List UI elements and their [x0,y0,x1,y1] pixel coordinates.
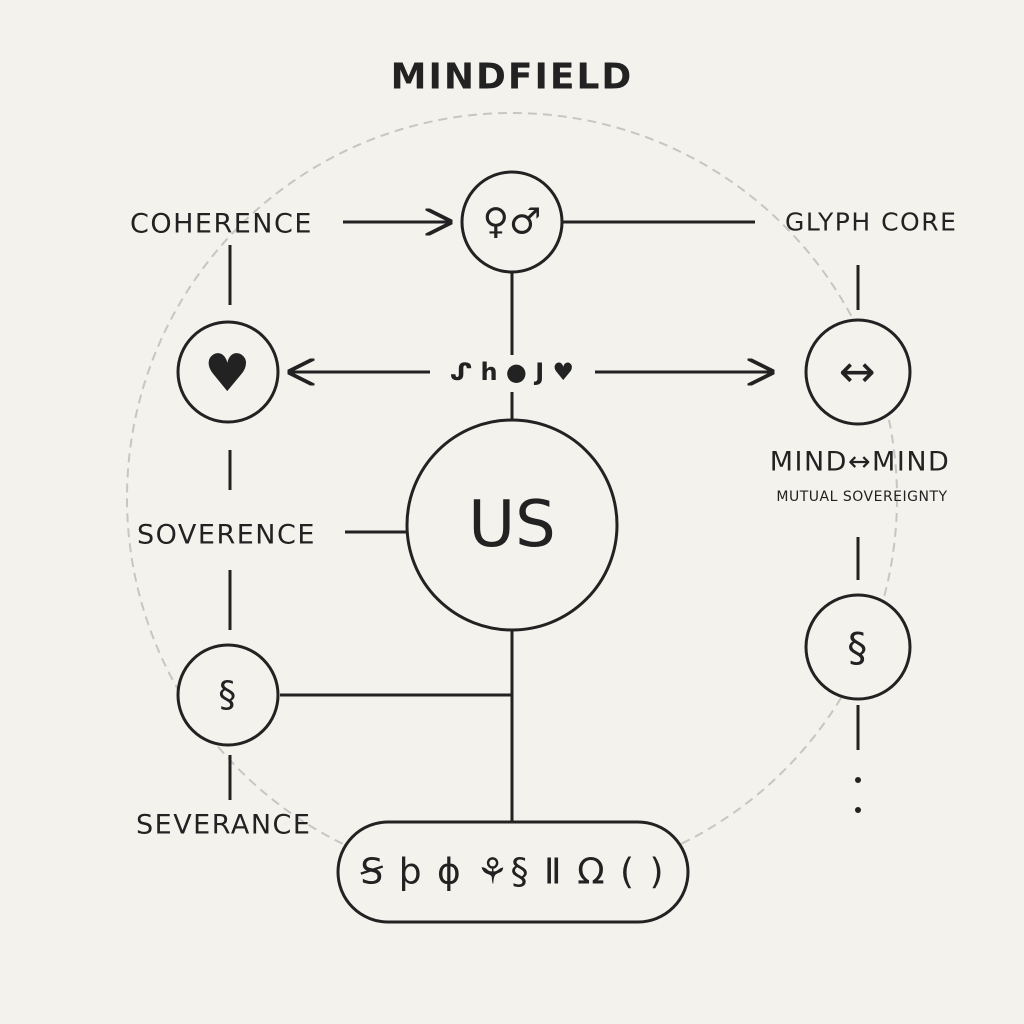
us-label: US [468,488,556,562]
section-right-node [804,593,912,701]
gender-glyphs-icon: ♀♂ [482,201,542,243]
top-glyph-node [460,170,564,274]
bidirectional-arrow-icon: ↔ [838,346,878,398]
label-glyph-core: GLYPH CORE [785,207,958,237]
section-left-node [176,643,280,747]
glyph-row: ᔑ h ● J ♥ [445,358,579,386]
label-mind-mind: MIND↔MIND [769,446,951,478]
mind-node [804,318,912,426]
heart-node [176,320,280,424]
heart-icon: ♥ [203,344,253,404]
label-severance: SEVERANCE [136,809,312,841]
label-coherence: COHERENCE [130,208,313,240]
label-soverence: SOVERENCE [137,519,316,551]
section-icon: § [847,625,869,671]
us-node [405,418,619,632]
title: MINDFIELD [390,56,634,98]
section-icon: § [218,674,238,716]
glyph-pill [336,820,690,924]
glyph-string: Ꞩ ϸ ϕ ⚘§ Ⅱ Ω ( ) [360,851,666,893]
label-mutual-sovereignty: MUTUAL SOVEREIGNTY [776,489,948,505]
